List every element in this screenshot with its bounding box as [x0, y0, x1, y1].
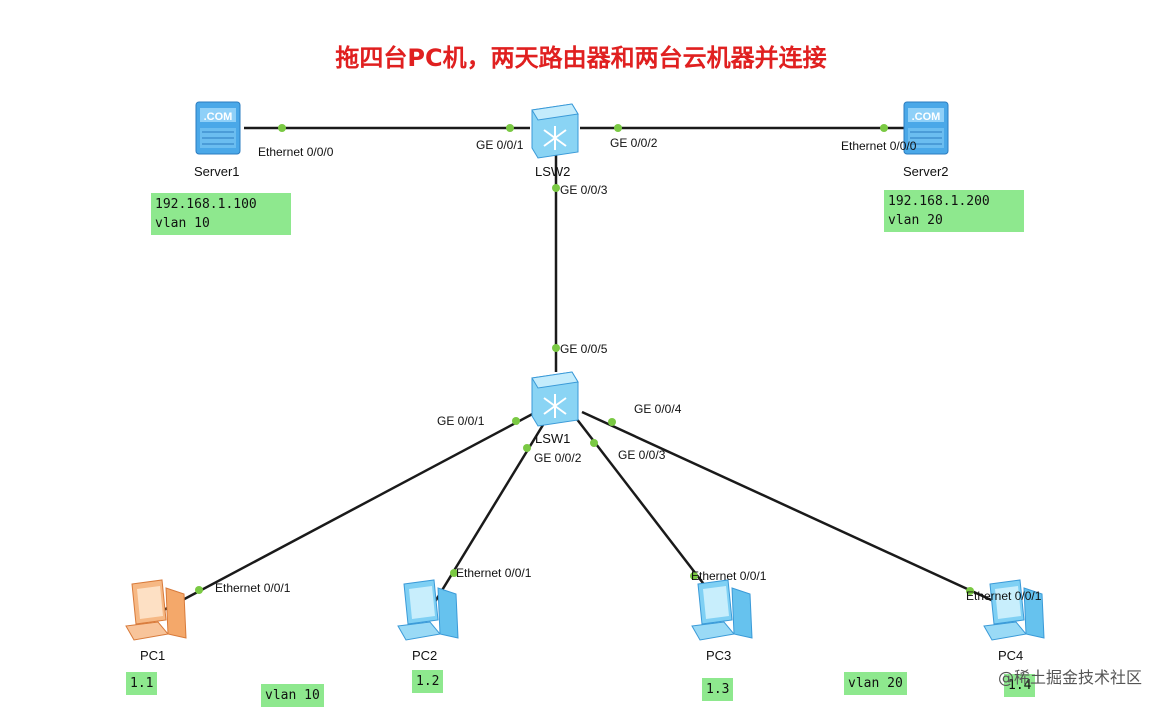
lsw2-icon[interactable] — [526, 100, 582, 162]
port-dot-lsw1-ge2 — [523, 444, 531, 452]
server1-icon[interactable]: .COM — [192, 98, 248, 158]
port-dot-lsw1-ge3 — [590, 439, 598, 447]
link-lsw1-pc1[interactable] — [159, 408, 541, 614]
port-label-pc2-eth: Ethernet 0/0/1 — [456, 566, 532, 580]
svg-text:.COM: .COM — [912, 111, 941, 123]
port-label-lsw1-ge2: GE 0/0/2 — [534, 451, 582, 465]
note-vlan20: vlan 20 — [844, 672, 907, 695]
port-label-lsw1-ge3: GE 0/0/3 — [618, 448, 666, 462]
port-dot-lsw1-ge1 — [512, 417, 520, 425]
port-label-pc1-eth: Ethernet 0/0/1 — [215, 581, 291, 595]
port-dot-pc2-eth — [450, 569, 458, 577]
port-dot-server1-eth — [278, 124, 286, 132]
note-pc1: 1.1 — [126, 672, 158, 695]
note-pc4: 1.4 — [1004, 674, 1036, 697]
port-label-lsw2-ge2: GE 0/0/2 — [610, 136, 658, 150]
pc4-label: PC4 — [998, 648, 1024, 663]
link-lsw1-pc3[interactable] — [575, 417, 717, 601]
port-label-lsw1-ge1: GE 0/0/1 — [437, 414, 485, 428]
pc3-icon[interactable] — [684, 578, 760, 648]
pc4-icon[interactable] — [976, 578, 1052, 648]
diagram-title: 拖四台PC机，两天路由器和两台云机器并连接 — [335, 44, 827, 72]
port-dot-lsw1-ge4 — [608, 418, 616, 426]
port-label-server2-eth: Ethernet 0/0/0 — [841, 139, 917, 153]
note-server1: 192.168.1.100 vlan 10 — [151, 193, 291, 235]
lsw2-label: LSW2 — [535, 164, 571, 179]
pc1-icon[interactable] — [118, 578, 194, 648]
port-label-pc3-eth: Ethernet 0/0/1 — [691, 569, 767, 583]
pc2-label: PC2 — [412, 648, 438, 663]
link-lsw1-pc4[interactable] — [581, 410, 1001, 606]
port-label-lsw2-ge3: GE 0/0/3 — [560, 183, 608, 197]
port-dot-lsw2-ge1 — [506, 124, 514, 132]
port-dot-lsw1-ge5 — [552, 344, 560, 352]
server2-icon[interactable]: .COM — [900, 98, 956, 158]
server2-label: Server2 — [903, 164, 949, 179]
port-label-lsw1-ge4: GE 0/0/4 — [634, 402, 682, 416]
pc2-icon[interactable] — [390, 578, 466, 648]
port-dot-server2-eth — [880, 124, 888, 132]
port-dot-pc1-eth — [195, 586, 203, 594]
note-pc3: 1.3 — [702, 678, 734, 701]
server1-label: Server1 — [194, 164, 240, 179]
watermark: @稀土掘金技术社区 — [997, 668, 1142, 687]
note-server2: 192.168.1.200 vlan 20 — [884, 190, 1024, 232]
pc1-label: PC1 — [140, 648, 166, 663]
lsw1-icon[interactable] — [526, 368, 582, 430]
port-dot-lsw2-ge2 — [614, 124, 622, 132]
port-label-pc4-eth: Ethernet 0/0/1 — [966, 589, 1042, 603]
note-vlan10: vlan 10 — [261, 684, 324, 707]
port-dot-pc3-eth — [690, 572, 698, 580]
lsw1-label: LSW1 — [535, 431, 571, 446]
note-pc2: 1.2 — [412, 670, 444, 693]
port-label-lsw1-ge5: GE 0/0/5 — [560, 342, 608, 356]
port-dot-lsw2-ge3 — [552, 184, 560, 192]
port-label-lsw2-ge1: GE 0/0/1 — [476, 138, 524, 152]
svg-text:.COM: .COM — [204, 111, 233, 123]
port-label-server1-eth: Ethernet 0/0/0 — [258, 145, 334, 159]
pc3-label: PC3 — [706, 648, 732, 663]
port-dot-pc4-eth — [966, 587, 974, 595]
